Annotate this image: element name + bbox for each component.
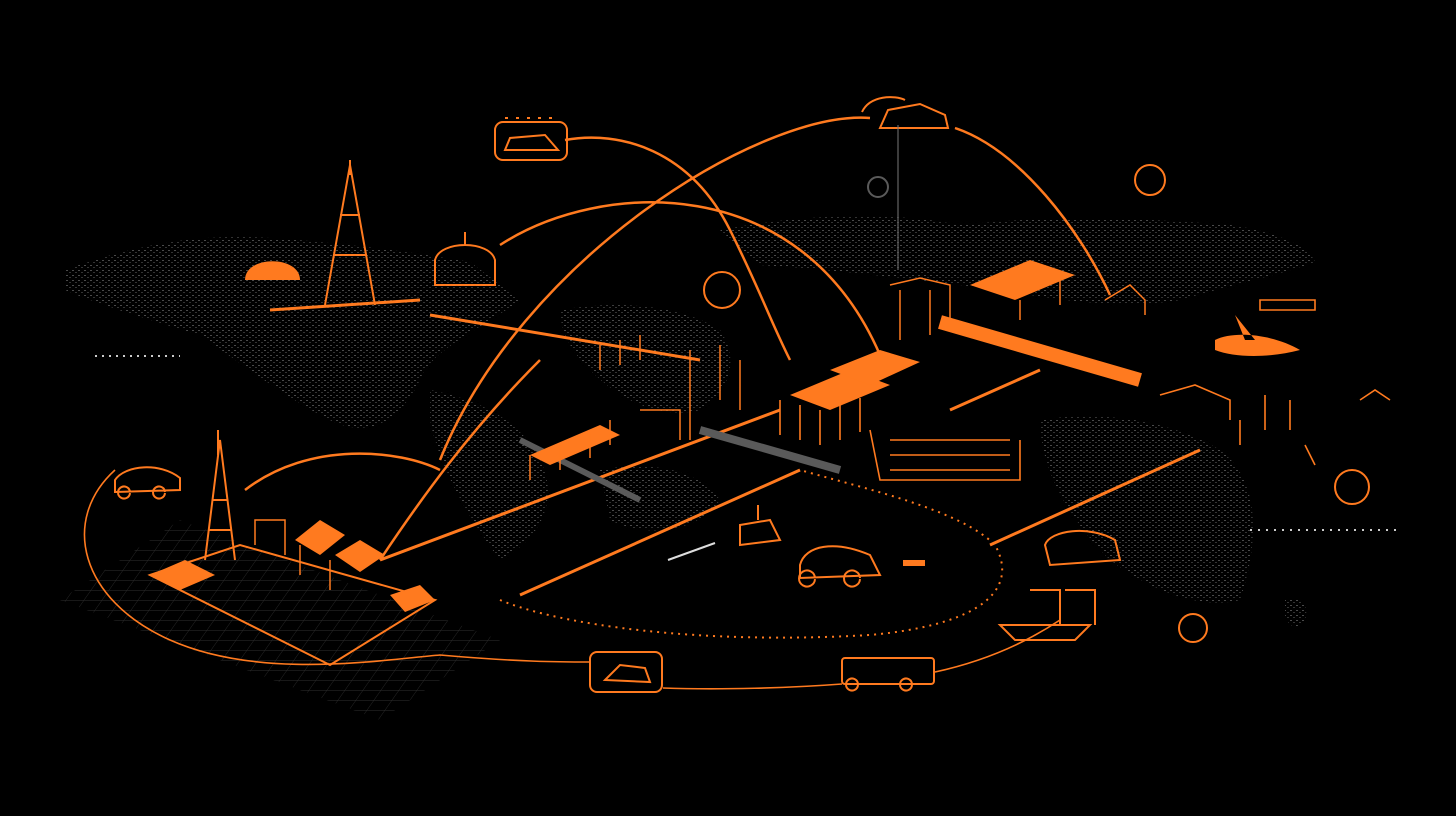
framed-icons <box>494 96 950 693</box>
eastern-buildings <box>1159 299 1391 466</box>
landmass-center <box>600 466 720 531</box>
bus-wheels <box>845 677 913 692</box>
landmass-southeast <box>1040 416 1254 603</box>
compass-icon <box>1134 164 1166 196</box>
factory-complex <box>147 430 438 667</box>
ship-icon <box>997 589 1096 641</box>
factory-tower <box>204 430 236 561</box>
highway-lower <box>519 468 801 597</box>
factory-roof-1 <box>295 520 345 555</box>
arc-route-3 <box>499 201 882 356</box>
central-city <box>529 260 1146 481</box>
arc-route-9 <box>934 619 1061 673</box>
globe-icon-small <box>1178 613 1208 643</box>
highway-east <box>989 448 1201 547</box>
landmass-africa <box>560 305 731 413</box>
arc-route-8 <box>662 683 843 690</box>
circle-icons <box>703 164 1370 643</box>
oil-rig-icon <box>324 160 376 306</box>
building-row-east <box>1159 384 1391 466</box>
landmass-europe-asia <box>720 215 1315 305</box>
frame-car-top <box>494 121 568 161</box>
container-block <box>530 425 620 465</box>
warehouse-lines <box>889 277 1146 340</box>
planet-icon <box>867 176 889 198</box>
road-grey-2 <box>518 437 642 503</box>
landmarks-west <box>245 160 496 312</box>
arc-route-4 <box>954 126 1112 296</box>
factory-roof-3 <box>390 585 435 612</box>
arc-route-7 <box>83 469 591 666</box>
factory-roof-4 <box>150 560 215 590</box>
truck-icon <box>602 663 652 684</box>
dome-building-icon-2 <box>434 232 496 286</box>
route-arcs <box>83 116 1112 690</box>
white-dash <box>667 542 716 561</box>
central-towers <box>779 398 1021 481</box>
bus-icon <box>841 657 935 685</box>
warehouse-northeast <box>970 260 1075 300</box>
car-icon <box>503 133 561 151</box>
decorations <box>95 125 1400 561</box>
airplane-icon <box>1215 315 1300 356</box>
arc-route-1 <box>564 136 792 361</box>
central-warehouse-2 <box>830 350 920 385</box>
car-icon-top-right <box>861 96 950 129</box>
highway-center <box>949 368 1041 412</box>
globe-icon <box>703 271 741 309</box>
orange-base-left <box>269 298 421 312</box>
vehicle-icon <box>1043 529 1122 567</box>
arc-route-2 <box>438 116 871 461</box>
car-left-icon <box>114 466 181 500</box>
landmass-south-america <box>430 390 548 560</box>
arc-route-5 <box>244 452 441 491</box>
factory-sheds <box>254 519 331 590</box>
arc-route-6 <box>378 359 541 561</box>
landmass-north-america <box>65 236 520 428</box>
clock-icon <box>1334 469 1370 505</box>
highways <box>379 313 1201 597</box>
highway-north <box>429 313 701 362</box>
highway-bridge <box>938 315 1142 387</box>
factory-roof-2 <box>335 540 385 572</box>
dotted-loop <box>499 469 1004 639</box>
frame-truck-bottom <box>589 651 663 693</box>
marker-block <box>903 560 925 566</box>
road-grey-1 <box>698 426 842 474</box>
vehicles <box>114 466 1122 641</box>
landmass-islands <box>1285 598 1307 627</box>
rover-icon <box>739 505 782 547</box>
world-map <box>65 215 1315 627</box>
dome-building-icon <box>245 261 300 280</box>
ground-grid <box>60 520 500 720</box>
container-stacks <box>529 335 741 480</box>
car-icon <box>798 545 882 588</box>
cargo-train-east <box>1259 299 1316 311</box>
